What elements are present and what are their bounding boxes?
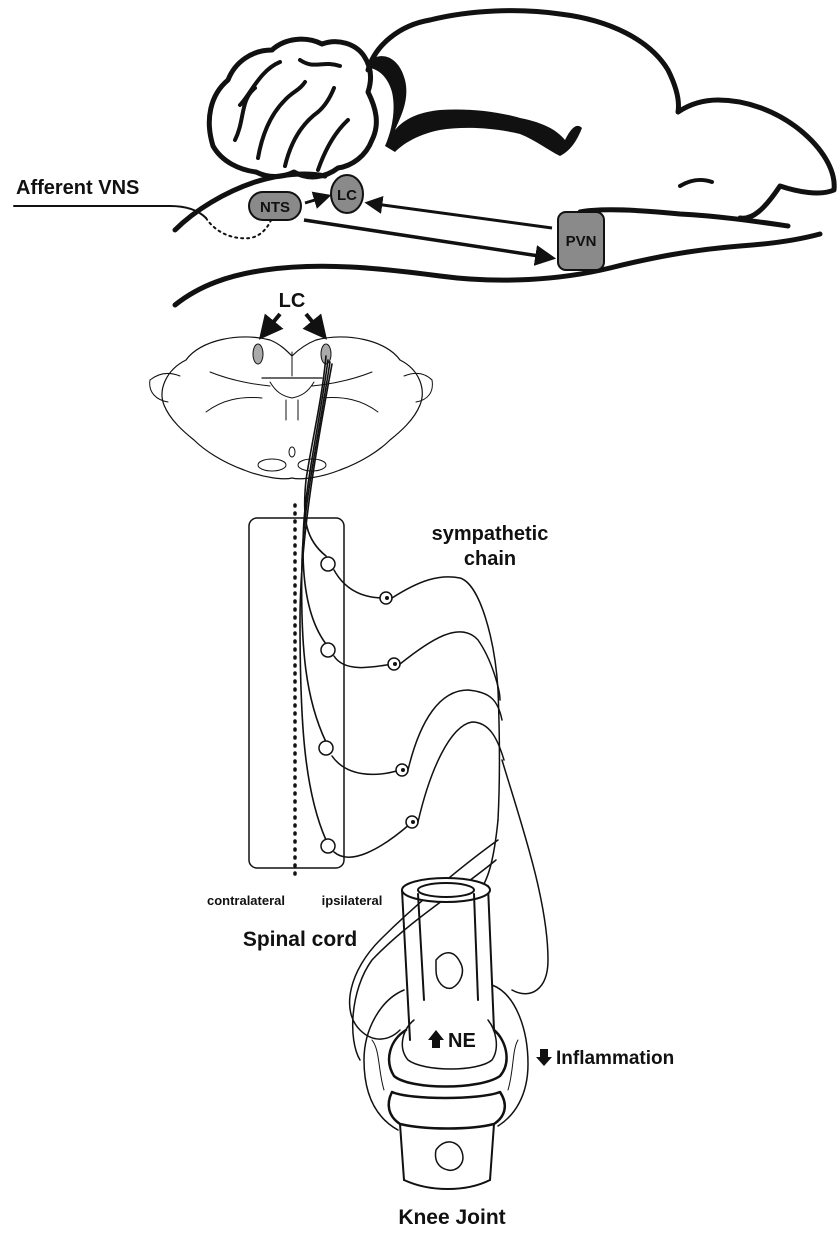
knee-joint-illustration bbox=[364, 878, 528, 1189]
descending-lc-fibers bbox=[300, 356, 332, 840]
lc-brain-label: LC bbox=[337, 187, 357, 204]
sympathetic-label-line2: chain bbox=[464, 548, 516, 570]
arrow-nts-to-lc bbox=[305, 196, 328, 203]
sympathetic-chain bbox=[332, 570, 548, 1060]
spinal-neuron bbox=[321, 557, 335, 571]
spinal-neuron bbox=[319, 741, 333, 755]
brainstem-cross-section bbox=[150, 337, 433, 479]
spinal-cord-label: Spinal cord bbox=[243, 928, 357, 951]
arrow-lc-left bbox=[262, 314, 280, 336]
arrow-pvn-to-lc bbox=[368, 203, 552, 228]
contralateral-label: contralateral bbox=[207, 893, 285, 908]
brain-sagittal-outline bbox=[175, 11, 834, 305]
spinal-neuron bbox=[321, 643, 335, 657]
preganglionic-neurons bbox=[319, 557, 335, 853]
afferent-vns-label: Afferent VNS bbox=[16, 177, 139, 199]
sympathetic-label-line1: sympathetic bbox=[432, 523, 549, 545]
arrow-lc-right bbox=[306, 314, 324, 336]
inflammation-label: Inflammation bbox=[556, 1048, 674, 1069]
afferent-vns-fiber bbox=[14, 206, 274, 238]
lc-node: LC bbox=[331, 175, 363, 213]
down-arrow-icon bbox=[536, 1049, 552, 1066]
ne-label: NE bbox=[448, 1030, 476, 1052]
nts-label: NTS bbox=[260, 199, 290, 216]
ipsilateral-label: ipsilateral bbox=[322, 893, 383, 908]
spinal-neuron bbox=[321, 839, 335, 853]
arrow-nts-to-pvn bbox=[304, 220, 552, 258]
pvn-node: PVN bbox=[558, 212, 604, 270]
lc-section-label: LC bbox=[279, 290, 306, 312]
nts-node: NTS bbox=[249, 192, 301, 220]
pvn-label: PVN bbox=[566, 233, 597, 250]
knee-joint-label: Knee Joint bbox=[398, 1206, 505, 1229]
